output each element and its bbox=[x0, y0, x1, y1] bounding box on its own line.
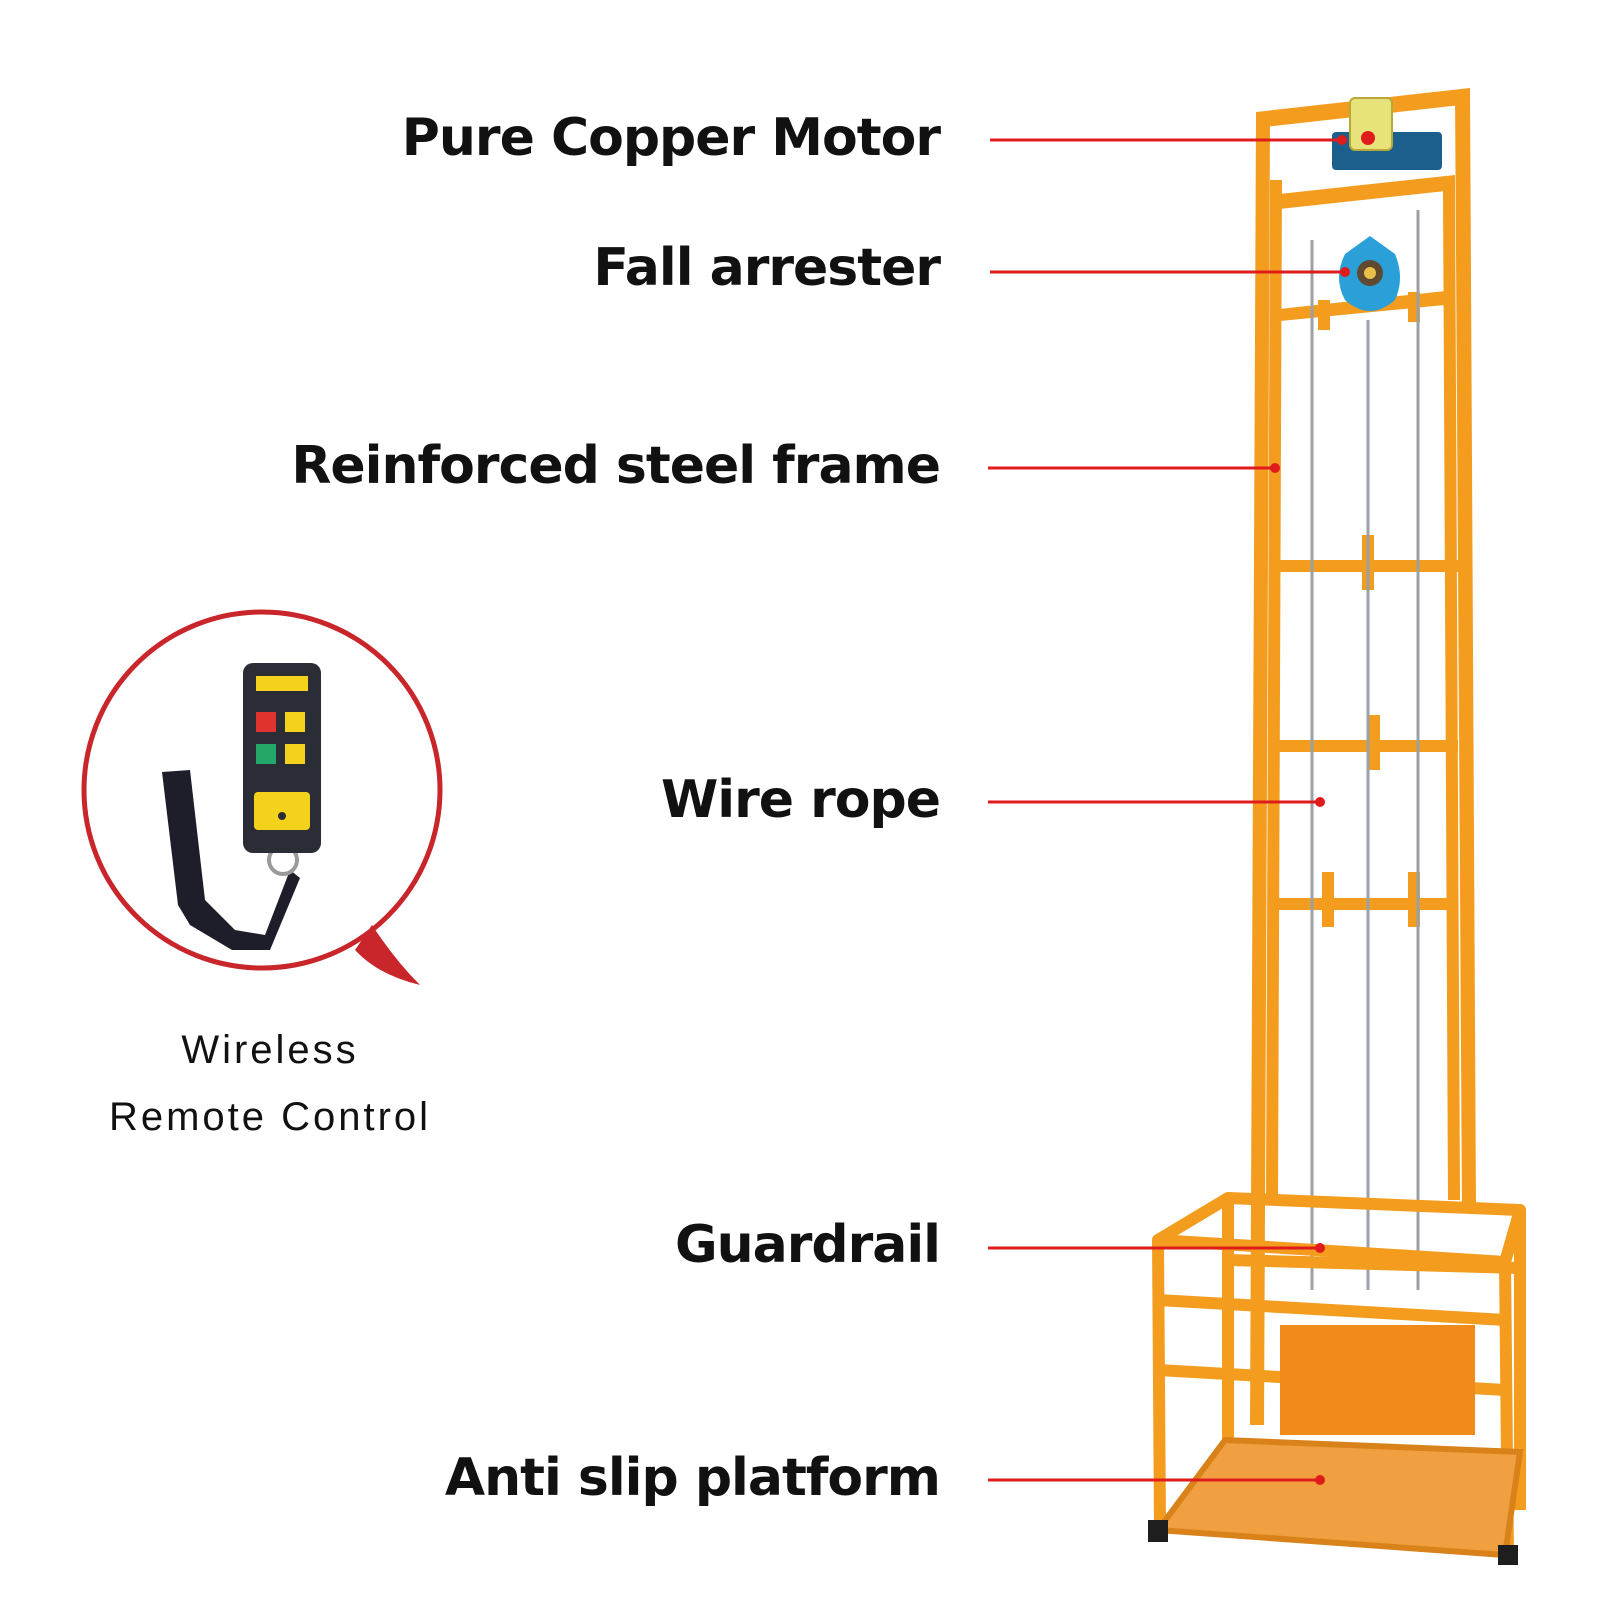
callout-lines bbox=[988, 138, 1345, 1482]
callout-dots bbox=[1270, 135, 1350, 1485]
remote-control-icon bbox=[162, 663, 321, 950]
cage-feet bbox=[1148, 1520, 1518, 1565]
label-reinforced-steel-frame: Reinforced steel frame bbox=[291, 436, 941, 496]
remote-bubble bbox=[81, 609, 443, 985]
remote-caption-line2: Remote Control bbox=[108, 1095, 432, 1139]
label-anti-slip-platform: Anti slip platform bbox=[444, 1448, 941, 1508]
label-wire-rope: Wire rope bbox=[660, 770, 941, 830]
label-guardrail: Guardrail bbox=[674, 1215, 941, 1275]
remote-caption-line1: Wireless bbox=[181, 1028, 359, 1072]
wire-ropes bbox=[1310, 210, 1420, 1290]
motor-icon bbox=[1332, 97, 1442, 170]
label-fall-arrester: Fall arrester bbox=[593, 238, 941, 298]
label-pure-copper-motor: Pure Copper Motor bbox=[401, 108, 941, 168]
anti-slip-platform bbox=[1152, 1436, 1524, 1559]
fall-arrester-icon bbox=[1339, 236, 1400, 311]
back-panel bbox=[1280, 1325, 1475, 1435]
